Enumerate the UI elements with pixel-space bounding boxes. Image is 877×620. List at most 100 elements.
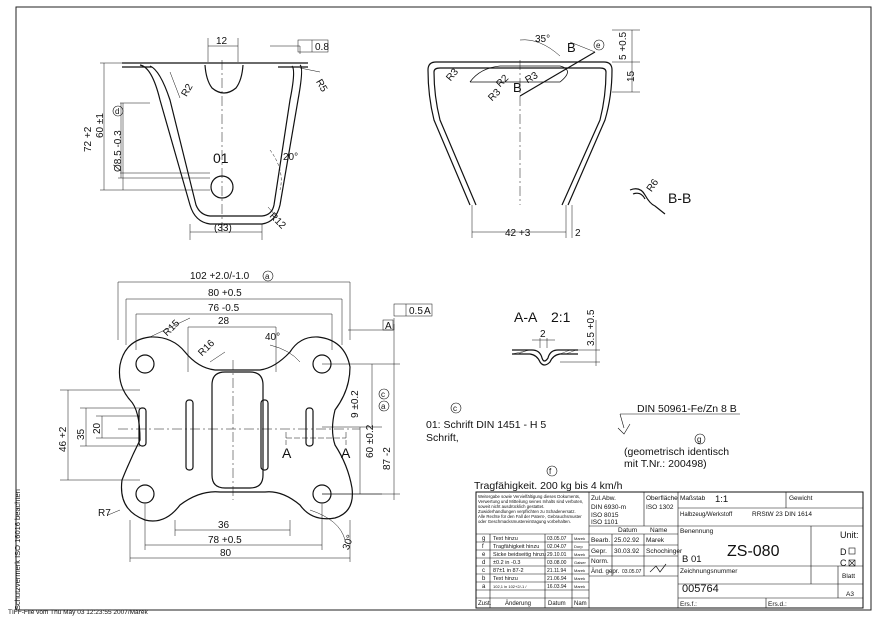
legal-line-5: Alle Rechte für den Fall der Patent-, Ge… <box>478 514 582 519</box>
unit-d: D <box>840 547 847 557</box>
revision-marker-g <box>694 433 706 445</box>
name-header: Name <box>650 527 668 534</box>
oberflaeche-value: ISO 1302 <box>646 504 674 511</box>
massstab-value: 1:1 <box>715 494 728 505</box>
rev-a-name: Marek <box>574 584 585 589</box>
rev-g-z: g <box>482 536 485 542</box>
rev-f-z: f <box>482 544 484 550</box>
dim-15: 15 <box>626 70 637 82</box>
dim-9: 9 ±0.2 <box>350 390 361 418</box>
rev-a-z: a <box>482 584 486 590</box>
tol-0-5: 0.5 <box>409 306 423 317</box>
bearb-name: Marek <box>646 537 665 544</box>
rev-g-date: 03.05.07 <box>547 536 567 542</box>
title-block <box>475 491 864 609</box>
ers-d: Ers.d.: <box>768 601 787 608</box>
zul-abw-3: ISO 1101 <box>591 519 618 526</box>
rev-header-zust: Zust. <box>478 601 492 607</box>
part-number-01: 01 <box>213 150 229 166</box>
benennung-label: Benennung <box>680 528 714 535</box>
slot-2 <box>185 399 194 471</box>
blatt-value: A3 <box>846 591 854 598</box>
surface-leader <box>617 413 740 435</box>
rev-header-name: Nam <box>574 601 587 607</box>
top-right-dimensions <box>471 29 640 238</box>
blatt-label: Blatt <box>842 573 855 580</box>
legal-line-3: soweit nicht ausdrücklich gestattet. <box>478 504 544 509</box>
note-font: 01: Schrift DIN 1451 - H 5 <box>426 419 546 431</box>
rev-b-date: 21.06.94 <box>547 576 567 582</box>
angle-35: 35° <box>535 34 550 45</box>
rev-d-z: d <box>482 560 485 566</box>
datum-header: Datum <box>618 527 637 534</box>
revision-marker-a-plan <box>378 400 390 412</box>
rev-c-date: 21.11.94 <box>547 568 566 574</box>
dim-72: 72 +2 <box>83 126 94 152</box>
datum-a-marker: A <box>385 321 392 332</box>
rev-b-text: Text hinzu <box>493 576 518 582</box>
ers-f: Ers.f.: <box>680 601 697 608</box>
rev-a-text: 102,1 in 102+2/-1 / <box>493 584 527 589</box>
revision-marker-c-label: c <box>453 404 457 413</box>
dim-42: 42 +3 <box>505 228 531 239</box>
plate-outline <box>118 336 353 522</box>
dim-2-thickness: 2 <box>575 228 581 239</box>
radius-r7: R7 <box>98 508 111 519</box>
radius-r3-left: R3 <box>444 66 461 83</box>
rev-f-date: 02.04.07 <box>547 544 567 550</box>
protection-note: Schutzvermerk ISO 16016 beachten <box>2 480 22 610</box>
note-font-2: Schrift, <box>426 432 459 444</box>
revision-marker-c-plan-label: c <box>381 390 385 399</box>
revision-marker-a <box>262 270 274 282</box>
zeichnungsnummer-label: Zeichnungsnummer <box>680 568 738 575</box>
legal-line-6: oder Geschmacksmustereintragung vorbehal… <box>478 519 571 524</box>
note-geometric-2: mit T.Nr.: 200498) <box>624 458 707 470</box>
dim-12: 12 <box>216 36 228 47</box>
revision-marker-f <box>546 465 558 477</box>
rev-e-name: Marek <box>574 552 585 557</box>
rev-b-z: b <box>482 576 486 582</box>
datum-a-frame: A <box>424 306 431 317</box>
revision-marker-g-label: g <box>697 435 701 444</box>
section-a-left: A <box>282 445 292 461</box>
top-notch <box>204 64 244 94</box>
dim-3-5: 3.5 +0.5 <box>586 309 597 346</box>
section-aa-profile <box>511 320 600 366</box>
rev-f-name: Dorp <box>574 544 583 549</box>
corner-hole-tl <box>135 354 155 374</box>
section-a-right: A <box>341 445 351 461</box>
benennung-value: ZS-080 <box>727 543 780 560</box>
bearb-date: 25.02.92 <box>614 537 640 544</box>
unit-c: C <box>840 558 847 568</box>
dim-80-top: 80 +0.5 <box>208 288 242 299</box>
revision-marker-e <box>593 39 605 51</box>
rev-g-name: Marek <box>574 536 585 541</box>
dim-80-bottom: 80 <box>220 548 232 559</box>
legal-line-2: Verwertung und Mitteilung seines Inhalts… <box>478 499 583 504</box>
rev-a-date: 16.03.94 <box>547 584 567 590</box>
rev-e-text: Sicke beidseitig hinzu <box>493 552 546 558</box>
revision-marker-e-label: e <box>596 41 601 50</box>
section-aa-scale: 2:1 <box>551 309 571 325</box>
dim-76: 76 -0.5 <box>208 303 240 314</box>
dim-28: 28 <box>218 316 230 327</box>
dim-87: 87 -2 <box>382 447 393 470</box>
angle-40: 40° <box>265 332 280 343</box>
zul-abw-1: DIN 6930-m <box>591 504 626 511</box>
radius-r12: R12 <box>267 211 288 232</box>
center-slot <box>211 371 264 489</box>
dim-35: 35 <box>76 428 87 440</box>
rev-c-z: c <box>482 568 485 574</box>
gepr-name: Schochinger <box>646 548 683 555</box>
dim-2-section: 2 <box>540 329 546 340</box>
revision-marker-a-label: a <box>265 272 270 281</box>
section-aa-label: A-A <box>514 309 538 325</box>
section-bb-label: B-B <box>668 190 691 206</box>
rev-header-aenderung: Änderung <box>505 600 531 607</box>
title-block-text: Weitergabe sowie Vervielfältigung dieses… <box>478 494 859 608</box>
radius-r5: R5 <box>313 78 329 95</box>
dim-46: 46 +2 <box>58 426 69 452</box>
bracket-side-body <box>139 64 303 225</box>
massstab-label: Maßstab <box>680 495 706 502</box>
rev-e-z: e <box>482 552 486 558</box>
